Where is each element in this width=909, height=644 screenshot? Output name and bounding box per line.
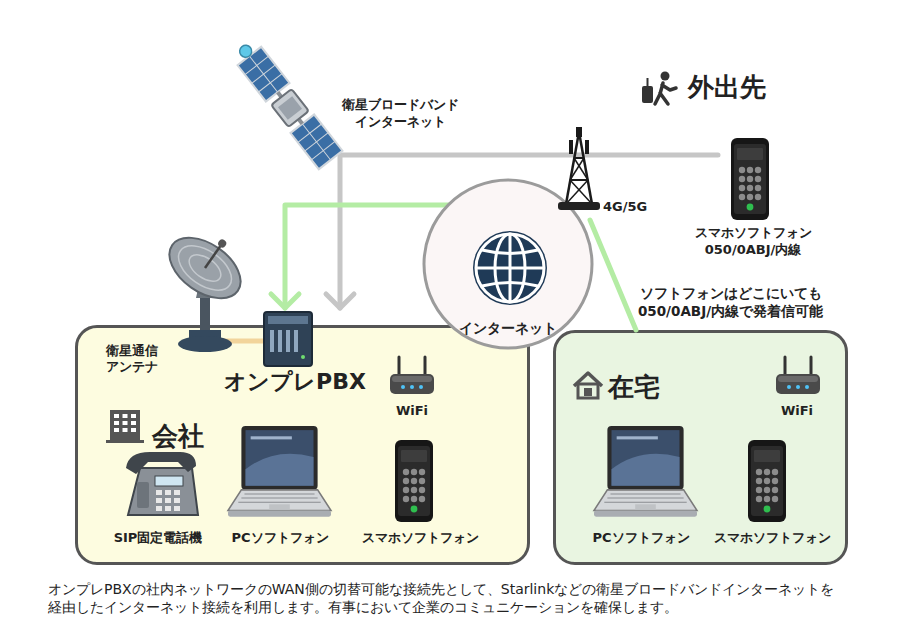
pbx-node: オンプレPBX: [205, 308, 385, 400]
text-label: 衛星ブロードバンド インターネット: [333, 97, 468, 131]
text-label: スマホソフトフォン: [350, 530, 490, 547]
text-label: スマホソフトフォン: [702, 530, 842, 547]
dish-feed: [217, 238, 228, 249]
node-label: 在宅: [608, 371, 688, 405]
circle-shape: [424, 180, 592, 348]
tower-antenna: [585, 140, 589, 154]
text-label: SIP固定電話機: [88, 530, 228, 547]
dish-reflector: [158, 217, 257, 310]
arrow-head: [326, 294, 354, 308]
satellite: [230, 37, 342, 169]
node-label: 4G/5G: [603, 199, 660, 216]
tower-bar: [574, 157, 584, 159]
node-label: オンプレPBX: [205, 368, 385, 397]
panel-grid: [302, 124, 330, 160]
satellite-arm: [278, 92, 303, 124]
tower-brace: [570, 180, 592, 204]
text-label: WiFi: [372, 403, 452, 420]
text-label: PCソフトフォン: [210, 530, 350, 547]
satellite-beacon: [237, 43, 254, 60]
traveler-body: [655, 83, 676, 104]
arrow-head: [271, 294, 299, 308]
connector-line: [590, 220, 636, 330]
traveler-head: [661, 72, 670, 81]
traveler-icon: [642, 72, 676, 105]
solar-panel: [290, 115, 342, 170]
panel-grid: [252, 65, 276, 83]
tower-leg: [566, 132, 579, 204]
dish-ring: [185, 249, 226, 286]
cell-tower: [558, 127, 600, 210]
tower-bar: [570, 179, 588, 181]
text-label: ソフトフォンはどこにいても 050/0ABJ/内線で発着信可能: [618, 285, 843, 320]
connector: [271, 205, 555, 308]
satellite-core: [278, 96, 302, 120]
tower-brace: [570, 158, 584, 180]
panel-grid: [311, 141, 335, 159]
text-label: PCソフトフォン: [571, 530, 711, 547]
suitcase-handle: [647, 78, 649, 86]
node-label: 会社: [152, 420, 232, 454]
dish-ring: [171, 237, 240, 299]
panel-grid: [245, 56, 269, 74]
panel-grid: [298, 124, 322, 142]
text-label: WiFi: [757, 403, 837, 420]
dish-face: [158, 225, 251, 310]
panel-grid: [258, 74, 282, 92]
tower-antenna: [576, 127, 582, 137]
satellite-body: [271, 89, 309, 127]
panel-grid: [249, 56, 277, 92]
tower-brace: [566, 180, 588, 204]
home-area: 在宅: [553, 330, 848, 565]
dish-joint: [196, 284, 214, 298]
tower-brace: [574, 158, 588, 180]
dish-feed-arm: [205, 245, 221, 268]
internet-circle: インターネット: [422, 178, 594, 350]
connector-line: [285, 205, 555, 308]
connector: [326, 155, 718, 308]
suitcase: [642, 86, 653, 103]
mobile-softphone-node: スマホソフトフォン 050/0ABJ/内線: [718, 135, 788, 260]
node-label: インターネット: [438, 319, 578, 337]
tower-antenna: [569, 140, 573, 154]
connector: [590, 220, 636, 330]
solar-panel: [238, 47, 290, 102]
tower-leg: [579, 132, 592, 204]
server-top-panel: [268, 316, 308, 324]
node-label: スマホソフトフォン 050/0ABJ/内線: [683, 225, 823, 259]
connector-line: [340, 155, 718, 308]
mobile-smartphone: [731, 138, 769, 220]
text-label: 外出先: [688, 71, 788, 105]
panel-grid: [305, 133, 329, 151]
text-label: 衛星通信 アンテナ: [106, 343, 172, 376]
caption: オンプレPBXの社内ネットワークのWAN側の切替可能な接続先として、Starli…: [48, 581, 898, 616]
